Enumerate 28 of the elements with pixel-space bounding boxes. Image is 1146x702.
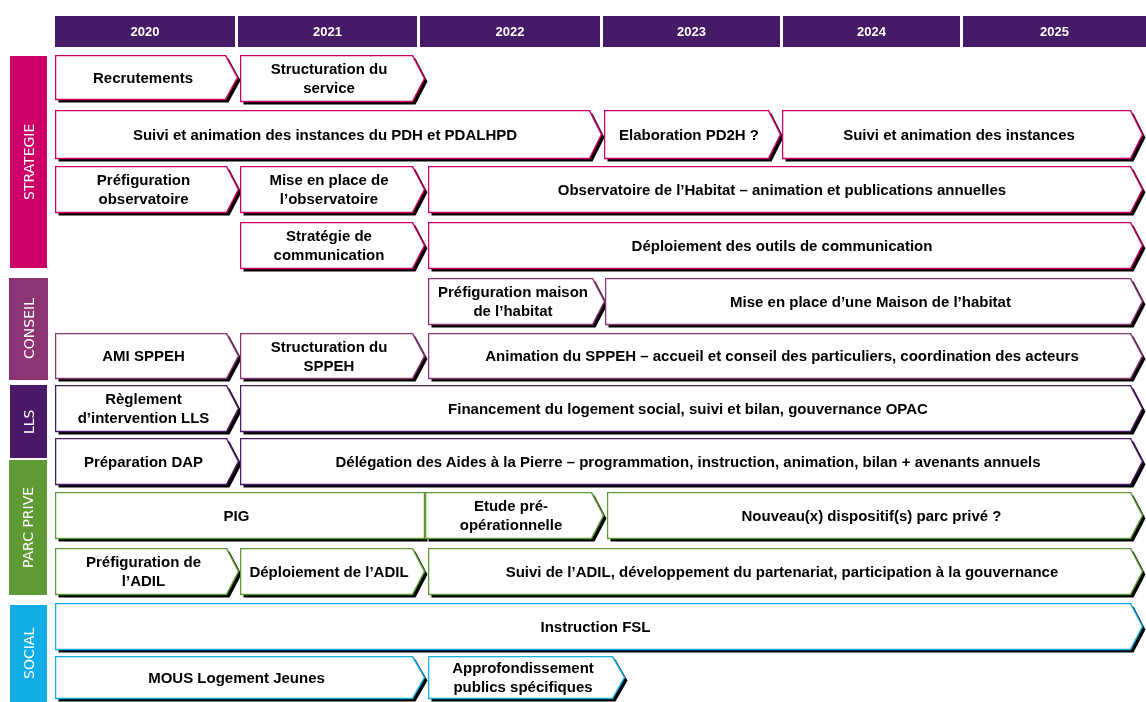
- task-bar: Préfiguration maison de l’habitat: [428, 278, 608, 328]
- task-bar: Préparation DAP: [55, 438, 242, 488]
- task-bar: Structuration du service: [240, 55, 428, 105]
- task-bar: Instruction FSL: [55, 603, 1146, 653]
- task-bar: Préfiguration de l’ADIL: [55, 548, 242, 598]
- category-band: LLS: [10, 385, 47, 458]
- year-header: 2023: [603, 16, 780, 47]
- year-header: 2020: [55, 16, 235, 47]
- year-header: 2025: [963, 16, 1146, 47]
- task-bar: Etude pré-opérationnelle: [425, 492, 607, 542]
- task-bar: Recrutements: [55, 55, 241, 103]
- task-bar: Mise en place de l’observatoire: [240, 166, 428, 216]
- task-bar: Approfondissement publics spécifiques: [428, 656, 628, 702]
- task-bar: Préfiguration observatoire: [55, 166, 242, 216]
- task-bar: MOUS Logement Jeunes: [55, 656, 428, 702]
- category-band: SOCIAL: [10, 605, 47, 702]
- task-bar: Structuration du SPPEH: [240, 333, 428, 382]
- task-bar: Elaboration PD2H ?: [604, 110, 784, 162]
- task-bar: Règlement d’intervention LLS: [55, 385, 242, 435]
- task-bar: Déploiement de l’ADIL: [240, 548, 428, 598]
- category-band: PARC PRIVE: [9, 460, 47, 595]
- year-header: 2022: [420, 16, 600, 47]
- task-bar: Stratégie de communication: [240, 222, 428, 272]
- year-header: 2021: [238, 16, 417, 47]
- task-bar: AMI SPPEH: [55, 333, 242, 382]
- category-band: CONSEIL: [9, 278, 48, 380]
- year-header: 2024: [783, 16, 960, 47]
- category-band: STRATEGIE: [10, 56, 47, 268]
